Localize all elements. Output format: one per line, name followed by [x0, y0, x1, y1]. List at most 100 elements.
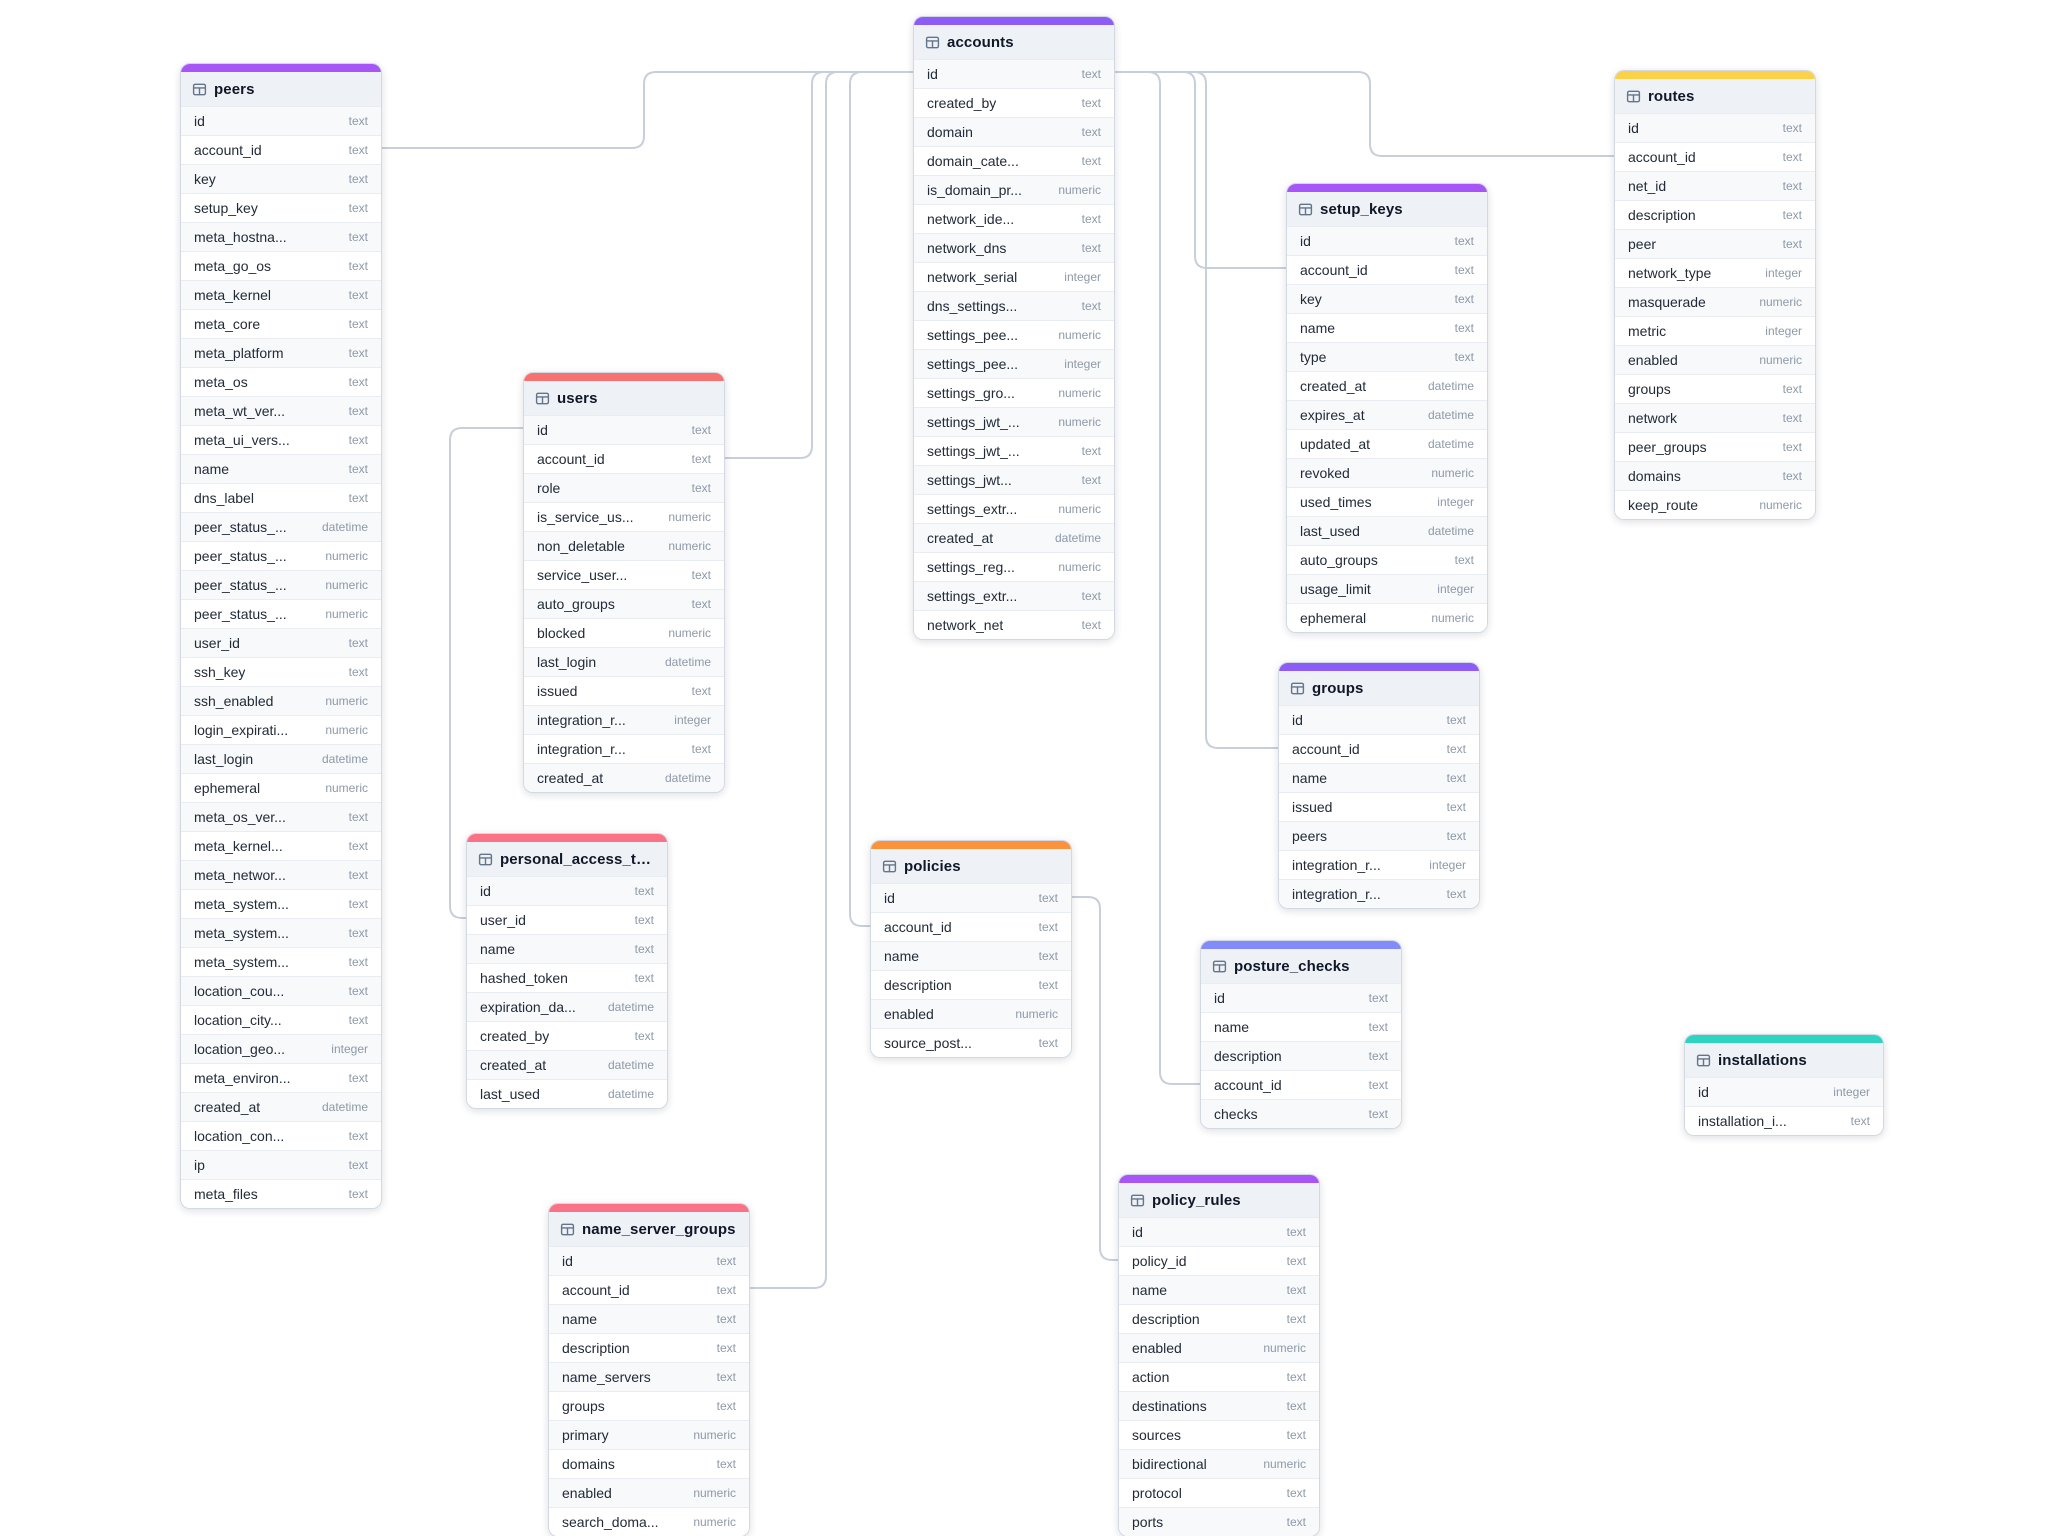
field-row-accounts[interactable]: settings_reg...numeric [914, 552, 1114, 581]
field-row-peers[interactable]: meta_environ...text [181, 1063, 381, 1092]
field-row-accounts[interactable]: settings_jwt_...text [914, 436, 1114, 465]
field-row-peers[interactable]: location_cou...text [181, 976, 381, 1005]
field-row-users[interactable]: is_service_us...numeric [524, 502, 724, 531]
table-header[interactable]: groups [1279, 671, 1479, 705]
table-header[interactable]: policies [871, 849, 1071, 883]
table-header[interactable]: accounts [914, 25, 1114, 59]
field-row-installations[interactable]: installation_i...text [1685, 1106, 1883, 1135]
field-row-users[interactable]: integration_r...integer [524, 705, 724, 734]
table-header[interactable]: policy_rules [1119, 1183, 1319, 1217]
field-row-accounts[interactable]: settings_jwt...text [914, 465, 1114, 494]
field-row-accounts[interactable]: domain_cate...text [914, 146, 1114, 175]
field-row-policies[interactable]: source_post...text [871, 1028, 1071, 1057]
field-row-accounts[interactable]: dns_settings...text [914, 291, 1114, 320]
field-row-peers[interactable]: login_expirati...numeric [181, 715, 381, 744]
field-row-peers[interactable]: meta_kernel...text [181, 831, 381, 860]
field-row-peers[interactable]: meta_hostna...text [181, 222, 381, 251]
field-row-accounts[interactable]: settings_extr...numeric [914, 494, 1114, 523]
field-row-accounts[interactable]: settings_jwt_...numeric [914, 407, 1114, 436]
table-personal_access_tokens[interactable]: personal_access_tokens idtextuser_idtext… [466, 833, 668, 1109]
field-row-peers[interactable]: peer_status_...datetime [181, 512, 381, 541]
field-row-peers[interactable]: meta_system...text [181, 889, 381, 918]
table-header[interactable]: routes [1615, 79, 1815, 113]
field-row-groups[interactable]: integration_r...integer [1279, 850, 1479, 879]
field-row-personal_access_tokens[interactable]: expiration_da...datetime [467, 992, 667, 1021]
field-row-accounts[interactable]: network_ide...text [914, 204, 1114, 233]
field-row-peers[interactable]: meta_ui_vers...text [181, 425, 381, 454]
field-row-accounts[interactable]: settings_extr...text [914, 581, 1114, 610]
table-header[interactable]: users [524, 381, 724, 415]
table-header[interactable]: installations [1685, 1043, 1883, 1077]
table-header[interactable]: posture_checks [1201, 949, 1401, 983]
field-row-peers[interactable]: location_geo...integer [181, 1034, 381, 1063]
field-row-accounts[interactable]: is_domain_pr...numeric [914, 175, 1114, 204]
table-header[interactable]: personal_access_tokens [467, 842, 667, 876]
field-row-users[interactable]: service_user...text [524, 560, 724, 589]
field-row-peers[interactable]: meta_system...text [181, 947, 381, 976]
table-header[interactable]: name_server_groups [549, 1212, 749, 1246]
field-row-peers[interactable]: meta_system...text [181, 918, 381, 947]
field-row-accounts[interactable]: settings_gro...numeric [914, 378, 1114, 407]
